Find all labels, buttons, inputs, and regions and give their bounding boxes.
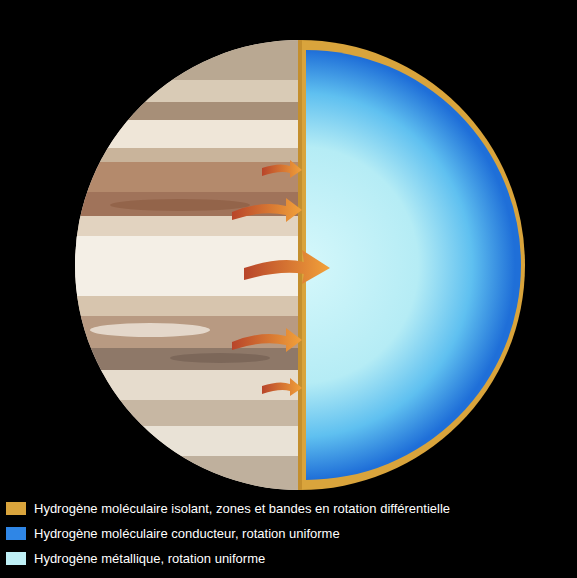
- legend-swatch: [6, 552, 26, 565]
- legend-text: Hydrogène métallique, rotation uniforme: [34, 551, 265, 566]
- legend-text: Hydrogène moléculaire isolant, zones et …: [34, 501, 450, 516]
- legend-swatch: [6, 527, 26, 540]
- legend-row: Hydrogène métallique, rotation uniforme: [6, 546, 571, 571]
- legend-row: Hydrogène moléculaire conducteur, rotati…: [6, 521, 571, 546]
- legend-swatch: [6, 502, 26, 515]
- legend: Hydrogène moléculaire isolant, zones et …: [6, 496, 571, 571]
- legend-text: Hydrogène moléculaire conducteur, rotati…: [34, 526, 340, 541]
- legend-row: Hydrogène moléculaire isolant, zones et …: [6, 496, 571, 521]
